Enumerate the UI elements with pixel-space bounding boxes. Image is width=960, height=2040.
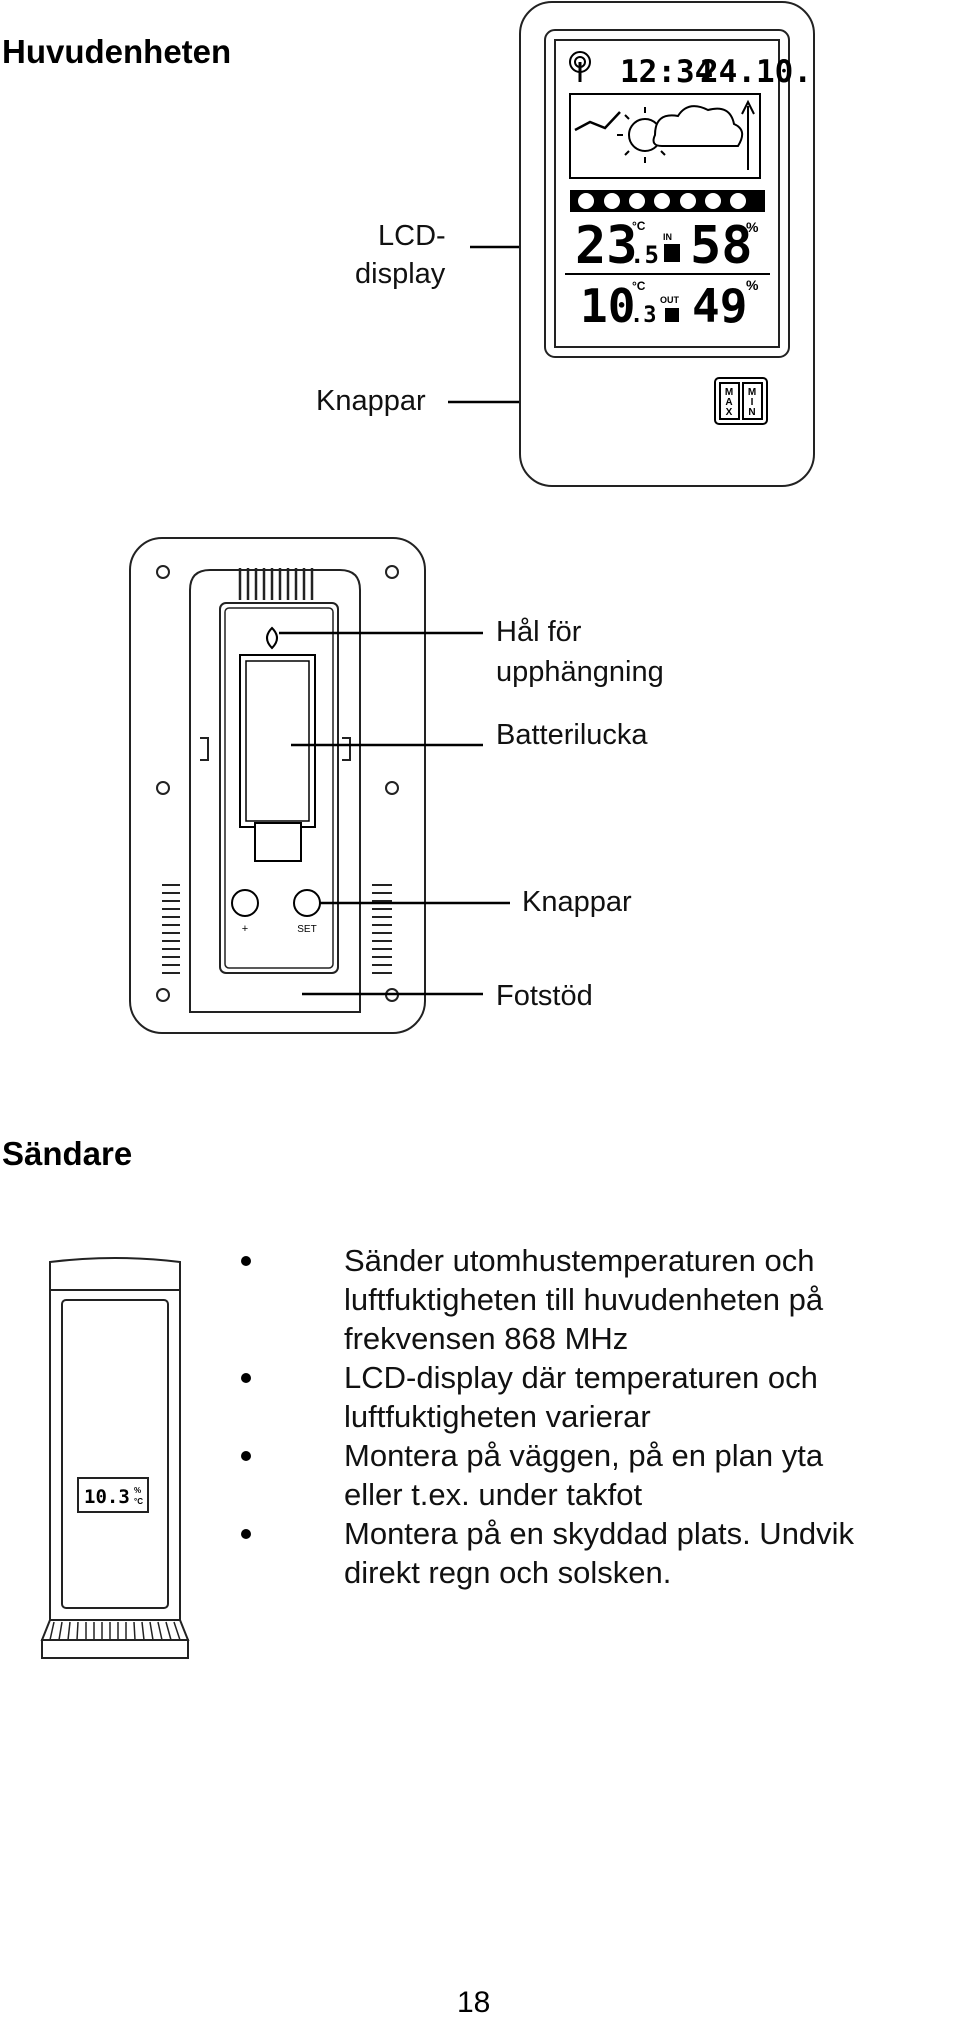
bullet-dot-3 (241, 1451, 251, 1461)
label-battery: Batterilucka (496, 719, 648, 751)
label-hole-line1: Hål för (496, 616, 582, 648)
set-button[interactable] (293, 889, 321, 917)
outdoor-house-icon (665, 308, 679, 322)
section-title-transmitter: Sändare (2, 1135, 133, 1172)
indoor-unit-pct: % (746, 219, 759, 235)
outdoor-tag: OUT (660, 295, 680, 305)
section-title-main-unit: Huvudenheten (2, 33, 232, 70)
bullet-1-line-2: luftfuktigheten till huvudenheten på (344, 1282, 824, 1317)
vent-grille-left (162, 884, 180, 974)
page-number: 18 (457, 1986, 491, 2019)
set-button-label: SET (297, 924, 316, 935)
bullet-1-line-1: Sänder utomhustemperaturen och (344, 1243, 815, 1278)
antenna-icon (569, 51, 591, 82)
bullet-dot-2 (241, 1373, 251, 1383)
bullet-3-line-2: eller t.ex. under takfot (344, 1477, 643, 1512)
min-letter-3: N (748, 407, 755, 418)
label-back-buttons: Knappar (522, 886, 632, 918)
label-stand: Fotstöd (496, 980, 593, 1012)
main-unit-front-drawing: 12:34 24.10. 23 .5 °C IN 58 % 10 .3 °C O… (448, 1, 815, 487)
outdoor-unit-c: °C (632, 279, 646, 293)
indoor-tag: IN (663, 232, 672, 242)
forecast-frame (569, 93, 761, 179)
min-button[interactable] (742, 382, 763, 420)
bullet-3-line-1: Montera på väggen, på en plan yta (344, 1438, 824, 1473)
back-inner-frame (189, 569, 361, 1013)
plus-button[interactable] (231, 889, 259, 917)
transmitter-lcd-unit-top: % (134, 1486, 141, 1495)
bullet-2-line-1: LCD-display där temperaturen och (344, 1360, 818, 1395)
plus-button-label: + (242, 923, 248, 935)
lcd-date: 24.10. (700, 54, 812, 90)
bullet-dot-1 (241, 1256, 251, 1266)
indoor-temp: 23 (575, 216, 638, 276)
outdoor-humidity: 49 (692, 279, 747, 333)
transmitter-drawing: 10.3 % °C (40, 1257, 190, 1659)
indoor-humidity: 58 (690, 216, 753, 276)
lcd-time: 12:34 (620, 54, 713, 90)
hanging-hole-icon (266, 626, 278, 650)
label-hole-line2: upphängning (496, 656, 664, 688)
transmitter-lcd (77, 1477, 149, 1513)
label-front-buttons: Knappar (316, 385, 426, 417)
max-letter-1: M (725, 387, 733, 398)
battery-door-latch (254, 822, 302, 862)
outdoor-temp-decimal: .3 (630, 303, 657, 328)
bullet-dot-4 (241, 1529, 251, 1539)
outdoor-unit-pct: % (746, 277, 759, 293)
main-unit-back-drawing: + SET (129, 537, 510, 1034)
back-panel (219, 602, 339, 974)
moon-phase-icons (578, 193, 746, 209)
vent-grille-top (238, 568, 314, 600)
transmitter-top-cap (49, 1257, 181, 1291)
min-letter-1: M (748, 387, 756, 398)
transmitter-lcd-unit-bottom: °C (134, 1497, 143, 1506)
min-letter-2: I (751, 397, 754, 408)
label-lcd-line2: display (355, 258, 446, 290)
bullet-4-line-1: Montera på en skyddad plats. Undvik (344, 1516, 855, 1551)
bullet-2-line-2: luftfuktigheten varierar (344, 1399, 651, 1434)
label-lcd-line1: LCD- (378, 220, 446, 252)
max-letter-3: X (726, 407, 733, 418)
indoor-temp-decimal: .5 (630, 241, 659, 269)
indoor-unit-c: °C (632, 219, 646, 233)
house-icon (664, 244, 680, 262)
outdoor-temp: 10 (580, 279, 635, 333)
transmitter-base-ridges (49, 1621, 181, 1641)
max-button[interactable] (719, 382, 740, 420)
pressure-trend-line (574, 111, 621, 132)
transmitter-body (49, 1289, 181, 1621)
vent-grille-right (372, 884, 392, 974)
battery-door (239, 654, 316, 828)
max-letter-2: A (725, 397, 732, 408)
transmitter-lcd-value: 10.3 (84, 1486, 130, 1508)
max-min-buttons: M A X M I N (714, 377, 768, 425)
bullet-1-line-3: frekvensen 868 MHz (344, 1321, 629, 1356)
bullet-4-line-2: direkt regn och solsken. (344, 1555, 672, 1590)
cloud-icon (652, 105, 744, 147)
